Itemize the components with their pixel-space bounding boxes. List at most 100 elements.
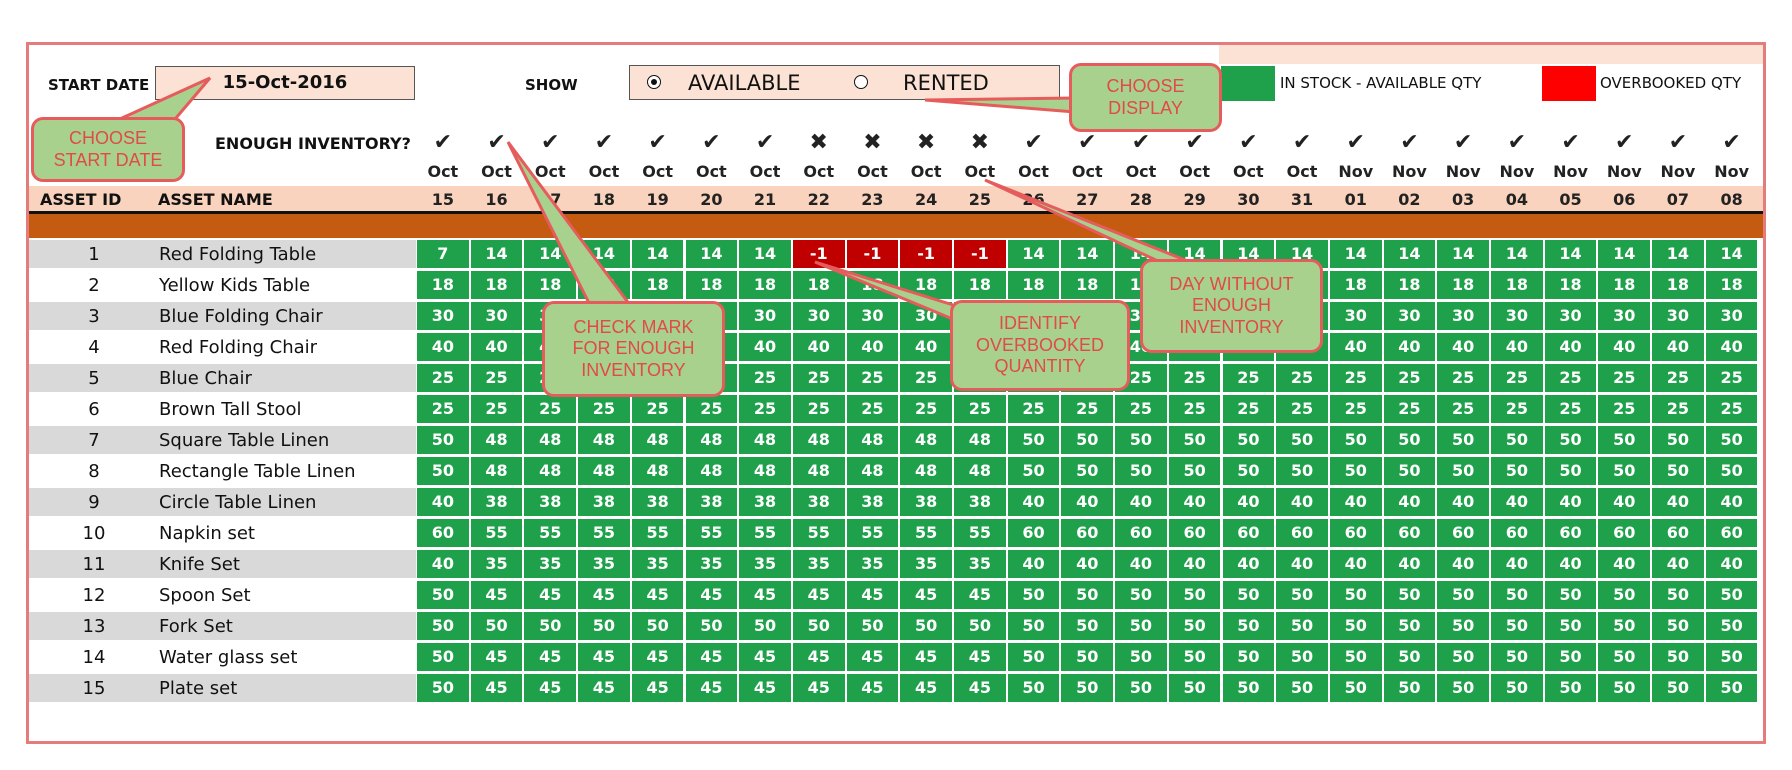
available-qty-cell[interactable]: 48 bbox=[739, 457, 791, 485]
available-qty-cell[interactable]: 55 bbox=[792, 519, 845, 547]
available-qty-cell[interactable]: 50 bbox=[1115, 612, 1167, 640]
available-qty-cell[interactable]: 50 bbox=[1222, 674, 1275, 702]
available-qty-cell[interactable]: 45 bbox=[631, 581, 684, 609]
available-qty-cell[interactable]: 60 bbox=[1652, 519, 1704, 547]
available-qty-cell[interactable]: 35 bbox=[954, 550, 1006, 578]
available-qty-cell[interactable]: 35 bbox=[846, 550, 899, 578]
available-qty-cell[interactable]: 38 bbox=[954, 488, 1006, 516]
available-qty-cell[interactable]: 48 bbox=[470, 457, 523, 485]
available-qty-cell[interactable]: 40 bbox=[1437, 550, 1489, 578]
available-qty-cell[interactable]: 18 bbox=[1705, 271, 1758, 299]
available-qty-cell[interactable]: 40 bbox=[1061, 550, 1114, 578]
available-qty-cell[interactable]: 50 bbox=[1491, 581, 1543, 609]
available-qty-cell[interactable]: 45 bbox=[846, 643, 899, 671]
available-qty-cell[interactable]: 48 bbox=[685, 457, 738, 485]
available-qty-cell[interactable]: 40 bbox=[417, 333, 469, 361]
available-qty-cell[interactable]: 50 bbox=[1115, 643, 1167, 671]
available-qty-cell[interactable]: 40 bbox=[846, 333, 899, 361]
available-qty-cell[interactable]: 55 bbox=[739, 519, 791, 547]
available-qty-cell[interactable]: 45 bbox=[470, 643, 523, 671]
available-qty-cell[interactable]: 60 bbox=[1544, 519, 1597, 547]
available-qty-cell[interactable]: 30 bbox=[1598, 302, 1651, 330]
available-qty-cell[interactable]: 25 bbox=[1544, 395, 1597, 423]
overbooked-qty-cell[interactable]: -1 bbox=[792, 240, 845, 268]
available-qty-cell[interactable]: 55 bbox=[685, 519, 738, 547]
available-qty-cell[interactable]: 50 bbox=[1007, 643, 1060, 671]
available-qty-cell[interactable]: 50 bbox=[1222, 457, 1275, 485]
available-qty-cell[interactable]: 40 bbox=[1598, 550, 1651, 578]
available-qty-cell[interactable]: 30 bbox=[900, 302, 952, 330]
available-qty-cell[interactable]: 25 bbox=[792, 395, 845, 423]
available-qty-cell[interactable]: 25 bbox=[1437, 395, 1489, 423]
available-qty-cell[interactable]: 48 bbox=[954, 426, 1006, 454]
available-qty-cell[interactable]: 25 bbox=[417, 395, 469, 423]
available-qty-cell[interactable]: 14 bbox=[631, 240, 684, 268]
overbooked-qty-cell[interactable]: -1 bbox=[846, 240, 899, 268]
available-qty-cell[interactable]: 25 bbox=[1168, 395, 1221, 423]
available-qty-cell[interactable]: 50 bbox=[1168, 674, 1221, 702]
overbooked-qty-cell[interactable]: -1 bbox=[954, 240, 1006, 268]
available-qty-cell[interactable]: 25 bbox=[631, 395, 684, 423]
available-qty-cell[interactable]: 60 bbox=[1168, 519, 1221, 547]
available-qty-cell[interactable]: 45 bbox=[739, 674, 791, 702]
available-qty-cell[interactable]: 40 bbox=[1437, 488, 1489, 516]
available-qty-cell[interactable]: 50 bbox=[1007, 612, 1060, 640]
available-qty-cell[interactable]: 45 bbox=[631, 643, 684, 671]
available-qty-cell[interactable]: 25 bbox=[1061, 395, 1114, 423]
available-qty-cell[interactable]: 50 bbox=[1329, 674, 1382, 702]
available-qty-cell[interactable]: 25 bbox=[470, 364, 523, 392]
available-qty-cell[interactable]: 50 bbox=[1222, 612, 1275, 640]
available-qty-cell[interactable]: 60 bbox=[1329, 519, 1382, 547]
available-qty-cell[interactable]: 30 bbox=[846, 302, 899, 330]
available-qty-cell[interactable]: 60 bbox=[1061, 519, 1114, 547]
available-qty-cell[interactable]: 38 bbox=[792, 488, 845, 516]
available-qty-cell[interactable]: 40 bbox=[1491, 488, 1543, 516]
available-qty-cell[interactable]: 25 bbox=[900, 364, 952, 392]
available-qty-cell[interactable]: 50 bbox=[578, 612, 630, 640]
available-qty-cell[interactable]: 48 bbox=[739, 426, 791, 454]
available-qty-cell[interactable]: 14 bbox=[1705, 240, 1758, 268]
available-qty-cell[interactable]: 25 bbox=[1276, 364, 1328, 392]
available-qty-cell[interactable]: 60 bbox=[1437, 519, 1489, 547]
available-qty-cell[interactable]: 18 bbox=[792, 271, 845, 299]
available-qty-cell[interactable]: 50 bbox=[1168, 643, 1221, 671]
available-qty-cell[interactable]: 45 bbox=[685, 643, 738, 671]
available-qty-cell[interactable]: 18 bbox=[578, 271, 630, 299]
available-qty-cell[interactable]: 40 bbox=[1544, 488, 1597, 516]
available-qty-cell[interactable]: 18 bbox=[1598, 271, 1651, 299]
available-qty-cell[interactable]: 50 bbox=[417, 581, 469, 609]
available-qty-cell[interactable]: 60 bbox=[417, 519, 469, 547]
available-qty-cell[interactable]: 14 bbox=[470, 240, 523, 268]
available-qty-cell[interactable]: 40 bbox=[1652, 333, 1704, 361]
available-qty-cell[interactable]: 40 bbox=[1007, 550, 1060, 578]
available-qty-cell[interactable]: 18 bbox=[524, 271, 577, 299]
available-qty-cell[interactable]: 40 bbox=[1383, 550, 1436, 578]
overbooked-qty-cell[interactable]: -1 bbox=[900, 240, 952, 268]
available-qty-cell[interactable]: 50 bbox=[1276, 643, 1328, 671]
available-qty-cell[interactable]: 14 bbox=[1491, 240, 1543, 268]
available-qty-cell[interactable]: 18 bbox=[1544, 271, 1597, 299]
available-qty-cell[interactable]: 30 bbox=[792, 302, 845, 330]
available-qty-cell[interactable]: 38 bbox=[470, 488, 523, 516]
available-qty-cell[interactable]: 48 bbox=[792, 457, 845, 485]
available-qty-cell[interactable]: 50 bbox=[1061, 457, 1114, 485]
available-qty-cell[interactable]: 45 bbox=[524, 674, 577, 702]
available-qty-cell[interactable]: 48 bbox=[631, 426, 684, 454]
available-qty-cell[interactable]: 50 bbox=[1276, 674, 1328, 702]
available-qty-cell[interactable]: 18 bbox=[1329, 271, 1382, 299]
available-qty-cell[interactable]: 18 bbox=[900, 271, 952, 299]
available-qty-cell[interactable]: 30 bbox=[1437, 302, 1489, 330]
available-qty-cell[interactable]: 35 bbox=[685, 550, 738, 578]
available-qty-cell[interactable]: 40 bbox=[1383, 488, 1436, 516]
available-qty-cell[interactable]: 40 bbox=[1276, 488, 1328, 516]
available-qty-cell[interactable]: 45 bbox=[900, 581, 952, 609]
available-qty-cell[interactable]: 50 bbox=[1652, 426, 1704, 454]
available-qty-cell[interactable]: 45 bbox=[524, 643, 577, 671]
available-qty-cell[interactable]: 40 bbox=[1705, 488, 1758, 516]
available-qty-cell[interactable]: 50 bbox=[1544, 457, 1597, 485]
available-qty-cell[interactable]: 55 bbox=[470, 519, 523, 547]
available-qty-cell[interactable]: 45 bbox=[900, 674, 952, 702]
available-qty-cell[interactable]: 14 bbox=[1544, 240, 1597, 268]
available-qty-cell[interactable]: 48 bbox=[524, 426, 577, 454]
available-qty-cell[interactable]: 40 bbox=[1491, 550, 1543, 578]
